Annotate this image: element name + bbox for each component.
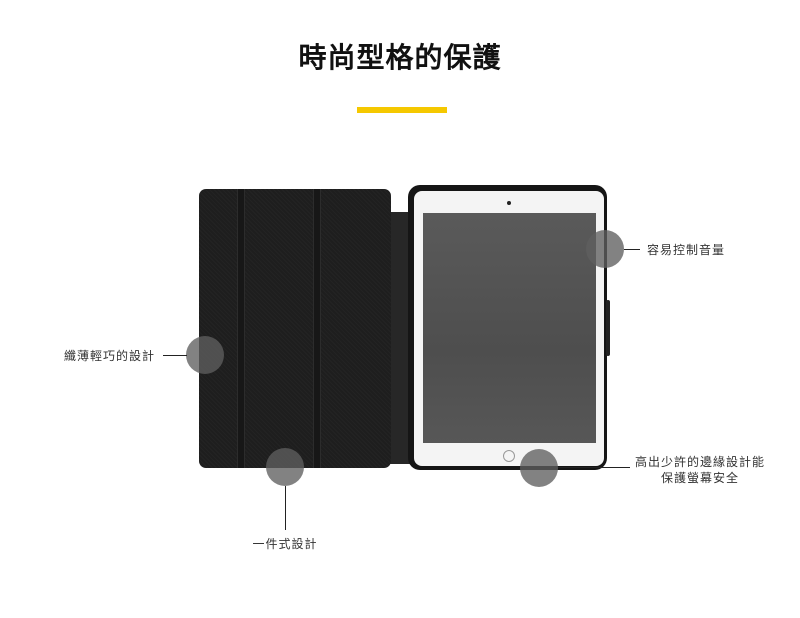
callout-marker-raised-edge: [520, 449, 558, 487]
volume-button: [606, 300, 610, 356]
title-accent-bar: [357, 107, 447, 113]
callout-marker-volume: [586, 230, 624, 268]
case-spine: [389, 212, 411, 464]
callout-marker-slim: [186, 336, 224, 374]
callout-label-raised-edge: 高出少許的邊緣設計能 保護螢幕安全: [620, 454, 780, 486]
callout-line: [285, 486, 286, 530]
callout-label-line: 高出少許的邊緣設計能: [634, 455, 765, 469]
callout-label-slim: 纖薄輕巧的設計: [63, 349, 155, 363]
cover-fold-line: [313, 189, 321, 468]
callout-line: [624, 249, 640, 250]
camera-icon: [507, 201, 511, 205]
callout-line: [558, 467, 630, 468]
folio-cover: [199, 189, 391, 468]
callout-line: [163, 355, 187, 356]
page-title: 時尚型格的保護: [298, 41, 502, 74]
tablet-screen: [423, 213, 596, 443]
home-button-icon: [503, 450, 515, 462]
callout-label-one-piece: 一件式設計: [252, 537, 318, 551]
callout-marker-one-piece: [266, 448, 304, 486]
cover-fold-line: [237, 189, 245, 468]
callout-label-volume: 容易控制音量: [647, 243, 726, 257]
callout-label-line: 保護螢幕安全: [660, 471, 739, 485]
